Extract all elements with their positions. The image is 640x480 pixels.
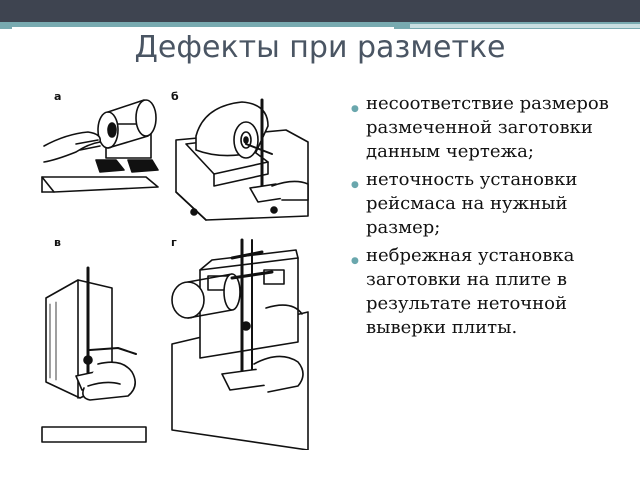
panel-a-drawing: а [41, 90, 159, 193]
panel-a-label: а [54, 90, 61, 103]
bullet-icon: ● [351, 104, 359, 114]
bullet-icon: ● [351, 180, 359, 190]
panel-c-drawing: в [41, 236, 147, 443]
list-item-text: небрежная установка заготовки на плите в… [366, 245, 575, 338]
panel-c-label: в [54, 236, 61, 249]
marking-defects-illustration: а б в [41, 90, 309, 450]
list-item: ● несоответствие размеров размеченной за… [350, 92, 630, 164]
list-item-text: неточность установки рейсмаса на нужный … [366, 169, 578, 238]
panel-b-label: б [171, 90, 179, 103]
panel-d-label: г [171, 236, 177, 249]
header-bar [0, 0, 640, 22]
slide-title: Дефекты при разметке [134, 30, 506, 65]
header-white-stripe [12, 27, 394, 32]
panel-d-drawing: г [171, 236, 309, 450]
list-item: ● неточность установки рейсмаса на нужны… [350, 168, 630, 240]
header-accent-stripe [0, 22, 640, 29]
header-light-stripe [410, 24, 640, 28]
bullet-icon: ● [351, 256, 359, 266]
list-item-text: несоответствие размеров размеченной заго… [366, 93, 609, 162]
list-item: ● небрежная установка заготовки на плите… [350, 244, 630, 340]
defects-bullet-list: ● несоответствие размеров размеченной за… [350, 92, 630, 344]
panel-b-drawing: б [171, 90, 309, 221]
